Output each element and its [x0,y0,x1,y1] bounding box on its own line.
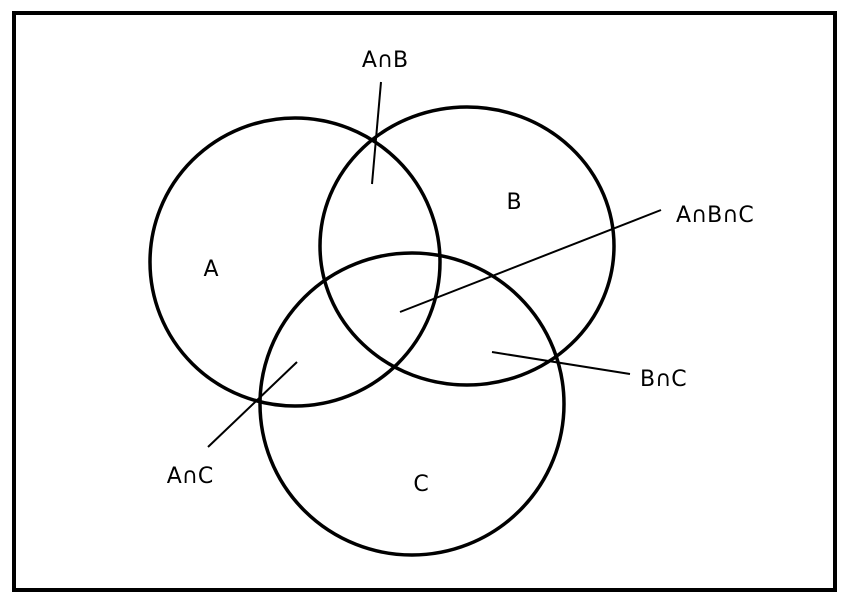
set-a-circle [148,116,442,408]
label-b: B [506,190,521,215]
label-c: C [413,472,428,497]
set-c-circle [258,251,566,557]
label-ac: A∩C [167,464,214,489]
label-a: A [203,257,218,282]
leader-line-ab [371,81,382,185]
set-b-circle [318,105,616,387]
label-abc: A∩B∩C [676,203,754,228]
leader-line-abc [399,209,662,313]
leader-line-ac [207,361,298,448]
label-bc: B∩C [640,367,687,392]
label-ab: A∩B [362,48,408,73]
leader-line-bc [491,351,631,375]
